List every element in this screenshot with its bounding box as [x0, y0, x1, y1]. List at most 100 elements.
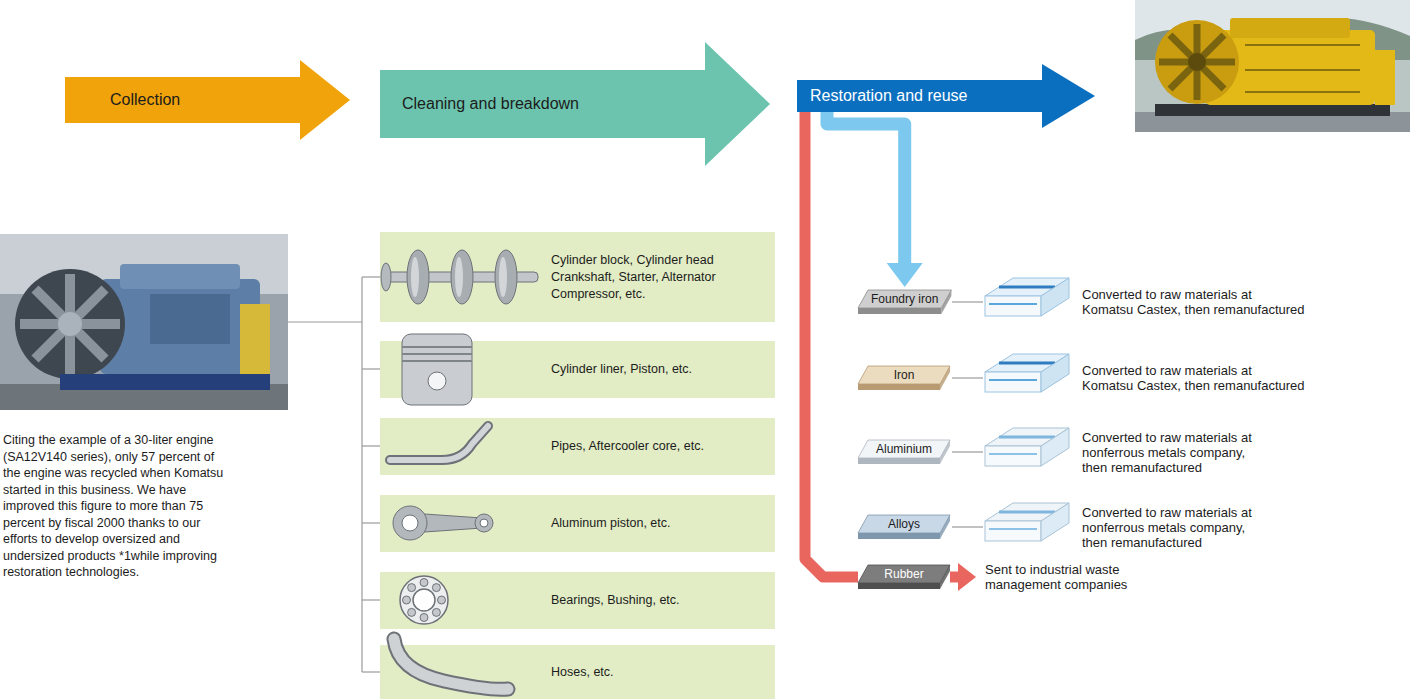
text-line: Converted to raw materials at	[1082, 505, 1252, 520]
flow-connector	[805, 112, 858, 577]
drawing-circle	[408, 584, 416, 592]
destination-note: Converted to raw materials at nonferrous…	[1082, 430, 1252, 475]
note-text: Citing the example of a 30-liter engine …	[3, 432, 223, 581]
drawing-circle	[400, 576, 448, 624]
arrowhead	[887, 263, 923, 287]
part-list: Bearings, Bushing, etc.	[551, 592, 680, 609]
drawing-path	[394, 639, 508, 689]
material-tile: Rubber	[858, 565, 950, 589]
drawing-circle	[413, 589, 435, 611]
drawing-circle	[432, 584, 440, 592]
drawing-line	[999, 436, 1055, 439]
factory-icon	[952, 354, 1069, 392]
part-box: Cylinder liner, Piston, etc.	[380, 341, 775, 398]
part-box: Bearings, Bushing, etc.	[380, 572, 775, 629]
part-list: Hoses, etc.	[551, 664, 614, 681]
part-icon	[380, 572, 551, 629]
step-label: Restoration and reuse	[810, 86, 967, 105]
text-line: Komatsu Castex, then remanufactured	[1082, 302, 1305, 317]
drawing-circle	[480, 519, 488, 527]
material-tile: Alloys	[858, 515, 950, 539]
step-label: Cleaning and breakdown	[402, 94, 579, 113]
drawing-rect	[985, 372, 1041, 392]
drawing-line	[288, 321, 362, 322]
destination-note: Converted to raw materials at nonferrous…	[1082, 505, 1252, 550]
drawing-line	[1170, 35, 1224, 89]
drawing-circle	[420, 614, 428, 622]
text-line: Cylinder block, Cylinder head	[551, 252, 716, 269]
text-line: (SA12V140 series), only 57 percent of	[3, 449, 223, 466]
tile-top	[858, 565, 950, 583]
drawing-rect	[150, 294, 230, 344]
drawing-rect	[60, 374, 270, 390]
waste-arrow	[950, 563, 976, 591]
drawing-circle	[1188, 53, 1206, 71]
tile-front	[858, 384, 940, 390]
part-icon	[380, 495, 551, 552]
part-list: Cylinder block, Cylinder head Crankshaft…	[551, 252, 716, 303]
drawing-line	[1245, 69, 1360, 71]
connector-line	[805, 112, 858, 577]
text-line: management companies	[985, 577, 1127, 592]
drawing-path	[394, 639, 508, 689]
text-line: improved this figure to more than 75	[3, 498, 223, 515]
bracket	[288, 277, 380, 672]
drawing-ellipse	[495, 250, 517, 304]
material-tile: Iron	[858, 366, 950, 390]
drawing-rect	[1230, 18, 1350, 38]
part-icon	[380, 341, 551, 398]
drawing-rect	[1135, 0, 1410, 132]
drawing-g	[1245, 45, 1360, 92]
drawing-g	[1159, 24, 1235, 100]
drawing-polygon	[958, 563, 976, 591]
tile-side	[940, 440, 950, 464]
drawing-line	[362, 276, 380, 277]
drawing-line	[35, 289, 105, 359]
drawing-line	[1245, 44, 1360, 46]
drawing-g	[403, 579, 446, 622]
drawing-path	[390, 426, 488, 460]
arrow-body	[380, 42, 770, 166]
tile-side	[940, 515, 950, 539]
drawing-path	[390, 426, 488, 460]
text-line: Crankshaft, Starter, Alternator	[551, 269, 716, 286]
text-line: Converted to raw materials at	[1082, 430, 1252, 445]
text-line: Converted to raw materials at	[1082, 363, 1305, 378]
text-line: Compressor, etc.	[551, 286, 716, 303]
drawing-circle	[15, 269, 125, 379]
drawing-ellipse	[451, 250, 473, 304]
drawing-rect	[985, 296, 1041, 316]
tile-top	[858, 440, 950, 458]
tile-side	[941, 290, 951, 314]
drawing-polygon	[1041, 503, 1069, 541]
text-line: Converted to raw materials at	[1082, 287, 1305, 302]
drawing-ellipse	[455, 257, 463, 297]
drawing-line	[989, 303, 1037, 305]
factory-icon	[952, 503, 1069, 541]
drawing-circle	[420, 579, 428, 587]
drawing-rect	[240, 304, 270, 374]
drawing-line	[1170, 35, 1224, 89]
material-name: Rubber	[884, 565, 923, 583]
tile-front	[858, 458, 940, 464]
drawing-line	[362, 445, 380, 446]
drawing-rect	[1155, 104, 1390, 116]
drawing-circle	[408, 608, 416, 616]
drawing-polygon	[1041, 428, 1069, 466]
arrow-body	[797, 64, 1095, 128]
drawing-line	[362, 368, 380, 369]
part-icon	[380, 418, 551, 475]
text-line: Komatsu Castex, then remanufactured	[1082, 378, 1305, 393]
factory-icon	[952, 278, 1069, 316]
drawing-line	[362, 599, 380, 600]
material-name: Foundry iron	[871, 290, 938, 308]
material-name: Iron	[894, 366, 915, 384]
drawing-line	[989, 528, 1037, 530]
drawing-line	[989, 453, 1037, 455]
destination-note: Converted to raw materials at Komatsu Ca…	[1082, 363, 1305, 393]
text-line: nonferrous metals company,	[1082, 520, 1252, 535]
drawing-circle	[1155, 20, 1239, 104]
drawing-ellipse	[381, 263, 391, 291]
part-icon	[380, 645, 551, 699]
